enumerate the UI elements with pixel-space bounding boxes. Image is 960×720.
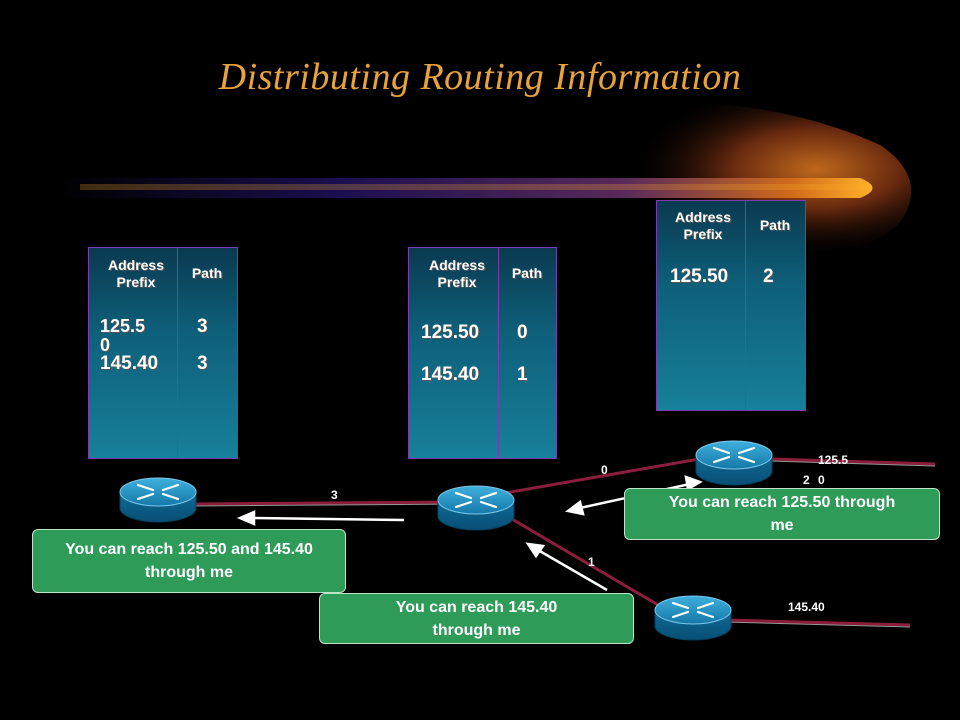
callout-center: You can reach 145.40 through me <box>319 593 634 644</box>
routing-table-center: Address Prefix Path 125.50 0 145.40 1 <box>408 247 557 459</box>
path-cell: 3 <box>197 316 208 337</box>
port-label-2: 2 <box>803 473 810 487</box>
prefix-cell: 125.50 <box>670 266 729 287</box>
prefix-cell: 145.40 <box>421 364 480 385</box>
port-label-1: 1 <box>588 555 595 569</box>
network-label-bottom: 145.40 <box>788 600 825 614</box>
router-top <box>695 440 773 486</box>
arrow-bottom-to-center <box>525 542 608 592</box>
header-address-prefix: Address Prefix <box>428 257 486 290</box>
path-cell: 2 <box>763 266 774 287</box>
header-path: Path <box>511 265 543 281</box>
network-links <box>194 456 936 627</box>
routing-table-right: Address Prefix Path 125.50 2 <box>656 200 806 411</box>
path-cell: 3 <box>197 353 208 374</box>
path-cell: 0 <box>517 322 528 343</box>
path-cell: 1 <box>517 364 528 385</box>
header-path: Path <box>759 217 791 233</box>
router-center <box>437 485 515 531</box>
routing-table-left: Address Prefix Path 125.5 0 3 145.40 3 <box>88 247 238 459</box>
link-left-center <box>194 500 461 506</box>
network-label-top: 125.5 0 <box>818 453 849 487</box>
port-label-0: 0 <box>601 463 608 477</box>
prefix-cell: 125.50 <box>421 322 480 343</box>
link-center-top <box>504 456 706 495</box>
link-bottom-network <box>724 618 911 627</box>
callout-right: You can reach 125.50 through me <box>624 488 940 540</box>
prefix-cell: 125.5 0 <box>100 316 146 355</box>
prefix-cell: 145.40 <box>100 353 159 374</box>
slide-title: Distributing Routing Information <box>218 56 742 98</box>
link-center-bottom <box>499 510 671 614</box>
header-path: Path <box>191 265 223 281</box>
link-top-network <box>769 457 936 466</box>
router-bottom <box>654 595 732 641</box>
header-address-prefix: Address Prefix <box>674 209 732 242</box>
callout-left: You can reach 125.50 and 145.40 through … <box>32 529 346 593</box>
header-address-prefix: Address Prefix <box>107 257 165 290</box>
port-label-3: 3 <box>331 488 338 502</box>
arrow-center-to-left <box>236 510 405 526</box>
router-left <box>119 477 197 523</box>
